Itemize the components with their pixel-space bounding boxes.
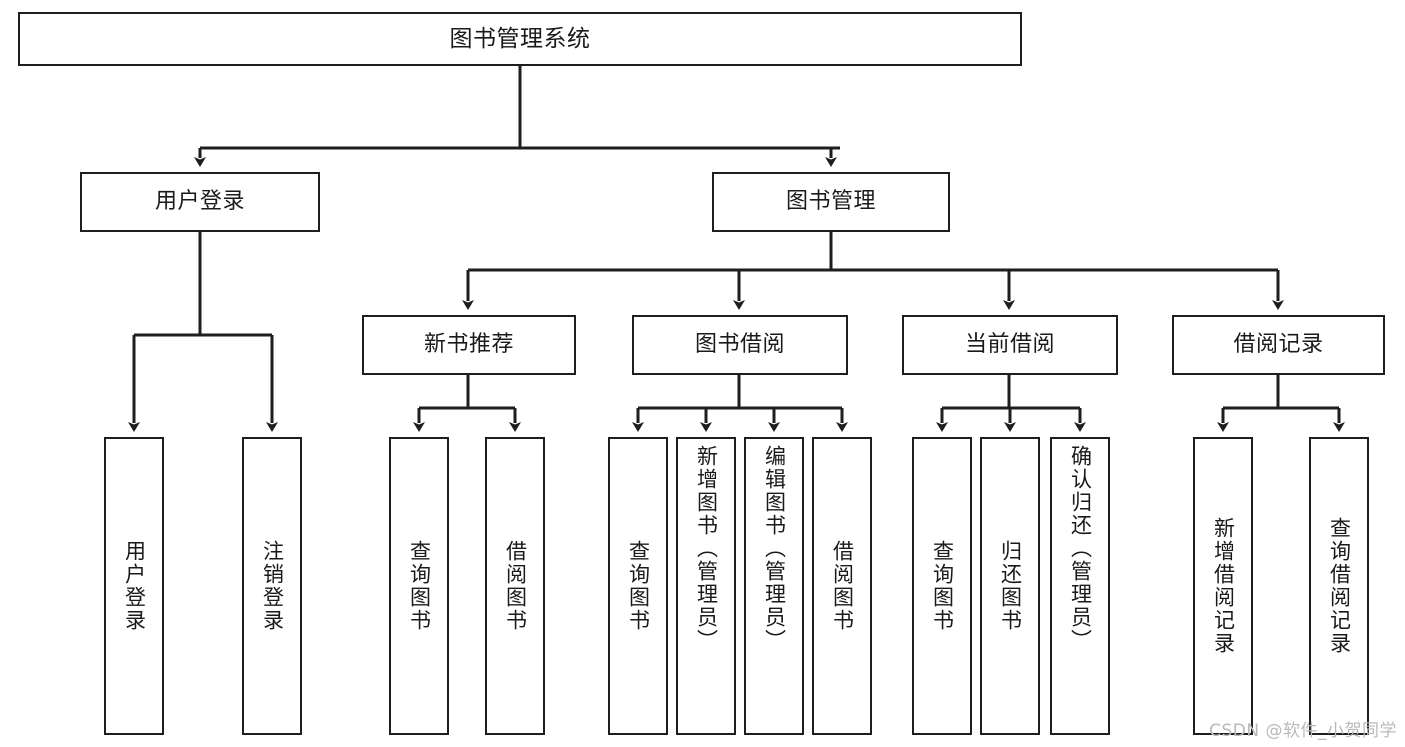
node-leaf-add-borrow-record[interactable]: 新增借阅记录 <box>1193 437 1253 735</box>
node-current-borrow-label: 当前借阅 <box>964 332 1055 358</box>
node-leaf-borrow-book-2[interactable]: 借阅图书 <box>812 437 872 735</box>
node-leaf-user-login[interactable]: 用户登录 <box>104 437 164 735</box>
node-borrow-record[interactable]: 借阅记录 <box>1172 315 1385 375</box>
node-leaf-logout-login-label: 注销登录 <box>260 540 285 632</box>
node-leaf-user-login-label: 用户登录 <box>122 540 147 632</box>
node-root-label: 图书管理系统 <box>449 25 591 52</box>
node-leaf-add-borrow-record-label: 新增借阅记录 <box>1211 517 1236 655</box>
node-leaf-borrow-book-2-label: 借阅图书 <box>830 540 855 632</box>
node-leaf-add-book-admin[interactable]: 新增图书（管理员） <box>676 437 736 735</box>
node-leaf-query-book-2-label: 查询图书 <box>626 540 651 632</box>
node-leaf-query-book-1[interactable]: 查询图书 <box>389 437 449 735</box>
node-leaf-edit-book-admin-label: 编辑图书（管理员） <box>762 445 787 652</box>
node-current-borrow[interactable]: 当前借阅 <box>902 315 1118 375</box>
node-book-borrow[interactable]: 图书借阅 <box>632 315 848 375</box>
node-leaf-query-borrow-record[interactable]: 查询借阅记录 <box>1309 437 1369 735</box>
node-leaf-add-book-admin-label: 新增图书（管理员） <box>694 445 719 652</box>
node-leaf-confirm-return-admin[interactable]: 确认归还（管理员） <box>1050 437 1110 735</box>
node-leaf-return-book-label: 归还图书 <box>998 540 1023 632</box>
node-leaf-logout-login[interactable]: 注销登录 <box>242 437 302 735</box>
node-new-book-recommend[interactable]: 新书推荐 <box>362 315 576 375</box>
node-leaf-query-book-3-label: 查询图书 <box>930 540 955 632</box>
node-leaf-query-book-2[interactable]: 查询图书 <box>608 437 668 735</box>
node-leaf-query-borrow-record-label: 查询借阅记录 <box>1327 517 1352 655</box>
node-user-login-label: 用户登录 <box>154 189 245 215</box>
node-leaf-return-book[interactable]: 归还图书 <box>980 437 1040 735</box>
node-leaf-edit-book-admin[interactable]: 编辑图书（管理员） <box>744 437 804 735</box>
node-book-borrow-label: 图书借阅 <box>694 332 785 358</box>
node-new-book-recommend-label: 新书推荐 <box>423 332 514 358</box>
node-root[interactable]: 图书管理系统 <box>18 12 1022 66</box>
node-leaf-borrow-book-1[interactable]: 借阅图书 <box>485 437 545 735</box>
node-leaf-query-book-1-label: 查询图书 <box>407 540 432 632</box>
watermark-text: CSDN @软件_小贺同学 <box>1209 721 1397 741</box>
node-leaf-confirm-return-admin-label: 确认归还（管理员） <box>1068 445 1093 652</box>
node-borrow-record-label: 借阅记录 <box>1233 332 1324 358</box>
node-leaf-borrow-book-1-label: 借阅图书 <box>503 540 528 632</box>
node-book-manage-label: 图书管理 <box>785 189 876 215</box>
node-leaf-query-book-3[interactable]: 查询图书 <box>912 437 972 735</box>
node-book-manage[interactable]: 图书管理 <box>712 172 950 232</box>
node-user-login[interactable]: 用户登录 <box>80 172 320 232</box>
